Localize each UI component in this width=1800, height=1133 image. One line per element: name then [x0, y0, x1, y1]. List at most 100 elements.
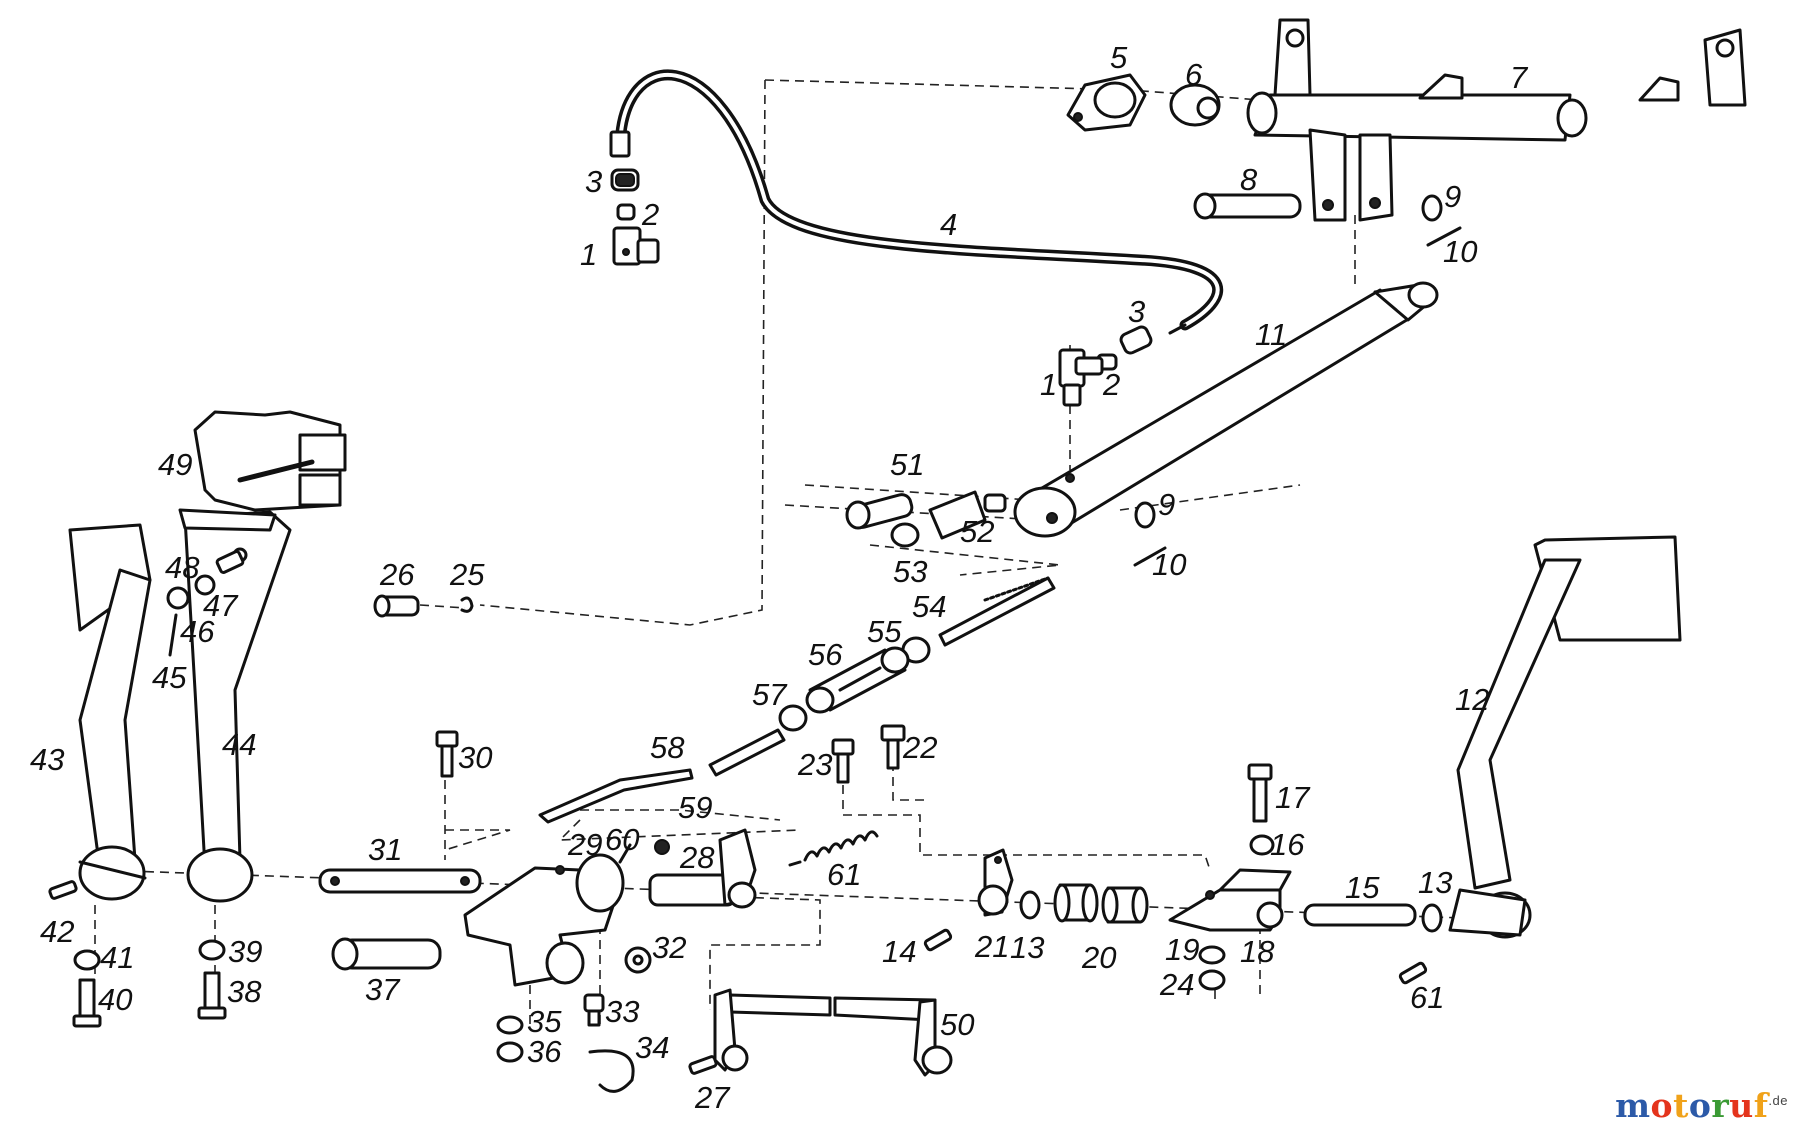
callout-46: 46: [180, 614, 215, 649]
pedal-shaft-28: [648, 828, 757, 909]
callout-8: 8: [1240, 162, 1258, 197]
callout-55: 55: [867, 614, 902, 649]
callout-2-lower: 2: [1102, 367, 1120, 402]
callout-29: 29: [567, 827, 602, 862]
washer-upper: [1421, 194, 1443, 222]
callout-11: 11: [1255, 317, 1287, 352]
lift-shaft-bracket: [1246, 18, 1747, 222]
callout-31: 31: [368, 832, 402, 867]
callout-53: 53: [893, 554, 927, 589]
callout-1-upper: 1: [580, 237, 597, 272]
callout-26: 26: [379, 557, 415, 592]
washer-19: [1198, 945, 1226, 965]
callout-1-lower: 1: [1040, 367, 1057, 402]
watermark-letter: u: [1729, 1086, 1754, 1125]
callout-9-lower: 9: [1158, 487, 1175, 522]
bolt-23: [831, 738, 855, 784]
cotter-pin-lower: [1133, 546, 1167, 567]
callout-14: 14: [882, 934, 916, 969]
callout-27: 27: [694, 1080, 731, 1115]
pin-60: [618, 843, 632, 864]
pin-27: [688, 1055, 718, 1075]
callout-15: 15: [1345, 870, 1380, 905]
callout-60: 60: [605, 822, 639, 857]
callout-48: 48: [165, 550, 200, 585]
callout-39: 39: [228, 934, 262, 969]
bolt-40: [72, 978, 102, 1028]
shaft-bearing-cap: [1066, 73, 1147, 132]
bolt-30: [435, 730, 459, 778]
shaft-bushing: [1169, 83, 1221, 127]
callout-24: 24: [1159, 967, 1194, 1002]
return-spring-61: [788, 830, 879, 867]
threaded-rod-58: [538, 728, 786, 824]
callout-43: 43: [30, 742, 64, 777]
callout-59: 59: [678, 790, 712, 825]
callout-12: 12: [1455, 682, 1489, 717]
nut-39: [198, 939, 226, 961]
bushings-20: [1053, 883, 1149, 924]
callout-36: 36: [527, 1034, 562, 1069]
washer-lower: [1134, 501, 1156, 529]
upper-hose-fittings: [610, 168, 660, 266]
turnbuckle-56: [805, 646, 910, 714]
bolt-38: [197, 971, 227, 1020]
lever-21: [977, 848, 1014, 917]
pedal-bracket-29: [463, 853, 625, 987]
callout-57: 57: [752, 677, 788, 712]
callout-23: 23: [797, 747, 832, 782]
callout-10-upper: 10: [1443, 234, 1477, 269]
bracket-18: [1168, 868, 1292, 932]
callout-16: 16: [1270, 827, 1305, 862]
callout-5: 5: [1110, 40, 1128, 75]
callout-50: 50: [940, 1007, 974, 1042]
callout-7: 7: [1510, 60, 1529, 95]
callout-45: 45: [152, 660, 187, 695]
callout-38: 38: [227, 974, 262, 1009]
nut-41: [73, 949, 101, 971]
callout-44: 44: [222, 727, 256, 762]
watermark-letter: m: [1615, 1086, 1651, 1125]
callout-25: 25: [449, 557, 485, 592]
callout-42: 42: [40, 914, 74, 949]
callout-9-upper: 9: [1444, 179, 1461, 214]
callout-41: 41: [100, 940, 134, 975]
nut-24: [1198, 969, 1226, 991]
pivot-pin-37: [331, 937, 442, 971]
pin-14: [923, 928, 953, 952]
callout-labels: 1 1 2 2 3 3 4 5 6 7 8 9 9 10 10 11 12 13…: [30, 40, 1529, 1115]
callout-13-left: 13: [1010, 930, 1044, 965]
callout-49: 49: [158, 447, 192, 482]
watermark-letter: r: [1711, 1086, 1730, 1125]
callout-32: 32: [652, 930, 686, 965]
callout-17: 17: [1275, 780, 1311, 815]
hydraulic-hose: [609, 69, 1224, 335]
callout-58: 58: [650, 730, 685, 765]
callout-21: 21: [974, 929, 1009, 964]
callout-35: 35: [527, 1004, 562, 1039]
washer-32-hole: [632, 954, 644, 966]
lock-nut-57: [778, 704, 808, 732]
lock-nut-53: [890, 522, 920, 548]
callout-51: 51: [890, 447, 924, 482]
callout-56: 56: [808, 637, 843, 672]
watermark-letter: f: [1753, 1086, 1769, 1125]
bolt-22: [880, 724, 906, 770]
callout-22: 22: [902, 730, 937, 765]
grease-nipple-33: [583, 993, 605, 1027]
callout-54: 54: [912, 589, 946, 624]
callout-19: 19: [1165, 932, 1199, 967]
pedal-bracket-50: [713, 988, 953, 1077]
pin-26: [373, 594, 420, 618]
callout-3-upper: 3: [585, 164, 602, 199]
watermark-text: motoruf: [1615, 1086, 1768, 1125]
callout-20: 20: [1081, 940, 1116, 975]
rod-clevis-52: [928, 490, 1007, 540]
callout-6: 6: [1185, 57, 1203, 92]
callout-10-lower: 10: [1152, 547, 1186, 582]
clevis-pin-upper: [1193, 192, 1302, 220]
washer-13-right: [1421, 903, 1443, 933]
callout-61-pin: 61: [1410, 980, 1444, 1015]
callout-28: 28: [679, 840, 715, 875]
